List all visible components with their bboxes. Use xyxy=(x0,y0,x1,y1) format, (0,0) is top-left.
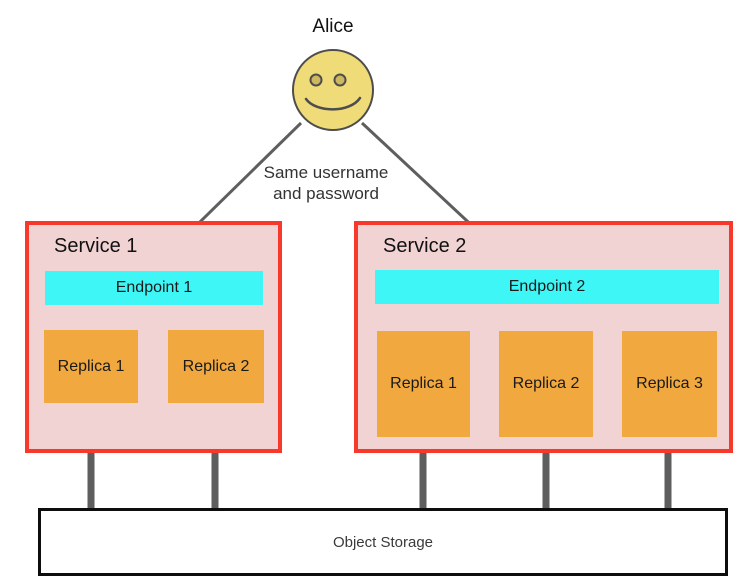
endpoint-1-label: Endpoint 1 xyxy=(115,279,193,296)
service2-replica-1-box: Replica 1 xyxy=(377,331,470,437)
annotation-line-1: Same username xyxy=(263,163,389,182)
annotation-same-credentials: Same username and password xyxy=(206,162,446,204)
smile xyxy=(304,96,362,111)
service2-replica-3-label: Replica 3 xyxy=(636,375,703,392)
left-eye xyxy=(309,73,323,87)
smiley-face-icon xyxy=(292,49,374,131)
service1-replica-1-box: Replica 1 xyxy=(44,330,138,403)
service2-replica-3-box: Replica 3 xyxy=(622,331,717,437)
endpoint-2-bar: Endpoint 2 xyxy=(375,270,719,304)
object-storage-label: Object Storage xyxy=(332,533,434,551)
object-storage-box: Object Storage xyxy=(38,508,728,576)
service1-replica-1-label: Replica 1 xyxy=(57,357,125,375)
service-1-label: Service 1 xyxy=(54,235,138,257)
endpoint-1-bar: Endpoint 1 xyxy=(45,271,263,305)
face-circle xyxy=(292,49,374,131)
annotation-line-2: and password xyxy=(273,184,379,203)
service1-replica-2-box: Replica 2 xyxy=(168,330,264,403)
service2-replica-1-label: Replica 1 xyxy=(390,375,457,392)
right-eye xyxy=(333,73,347,87)
service2-replica-2-label: Replica 2 xyxy=(512,375,580,392)
service-2-label: Service 2 xyxy=(383,235,467,257)
service1-replica-2-label: Replica 2 xyxy=(182,357,250,375)
service2-replica-2-box: Replica 2 xyxy=(499,331,593,437)
actor-name-label: Alice xyxy=(312,16,354,37)
endpoint-2-label: Endpoint 2 xyxy=(508,278,586,295)
